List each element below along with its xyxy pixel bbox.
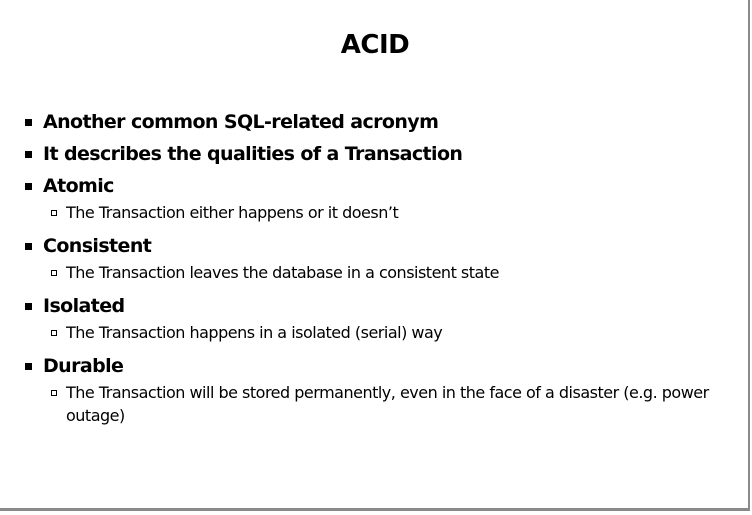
hollow-square-bullet-icon [51, 270, 57, 276]
sub-bullet-item: The Transaction leaves the database in a… [22, 261, 732, 284]
sub-bullet-text: The Transaction leaves the database in a… [66, 263, 499, 282]
bullet-text: Another common SQL-related acronym [43, 111, 439, 133]
bullet-text: It describes the qualities of a Transact… [43, 143, 463, 165]
sub-bullet-text: The Transaction will be stored permanent… [66, 383, 709, 425]
hollow-square-bullet-icon [51, 210, 57, 216]
bullet-item: Durable [22, 350, 732, 382]
bullet-item: Consistent [22, 230, 732, 262]
square-bullet-icon [25, 303, 32, 310]
square-bullet-icon [25, 363, 32, 370]
bullet-text: Durable [43, 355, 124, 377]
sub-bullet-item: The Transaction will be stored permanent… [22, 381, 732, 427]
sub-bullet-text: The Transaction happens in a isolated (s… [66, 323, 443, 342]
bullet-item: Atomic [22, 170, 732, 202]
slide-title: ACID [340, 30, 410, 60]
square-bullet-icon [25, 243, 32, 250]
bullet-text: Consistent [43, 235, 152, 257]
bullet-text: Atomic [43, 175, 114, 197]
hollow-square-bullet-icon [51, 330, 57, 336]
bullet-text: Isolated [43, 295, 125, 317]
square-bullet-icon [25, 151, 32, 158]
hollow-square-bullet-icon [51, 390, 57, 396]
bullet-item: Another common SQL-related acronym [22, 106, 732, 138]
sub-bullet-item: The Transaction happens in a isolated (s… [22, 321, 732, 344]
bullet-item: It describes the qualities of a Transact… [22, 138, 732, 170]
square-bullet-icon [25, 119, 32, 126]
sub-bullet-item: The Transaction either happens or it doe… [22, 201, 732, 224]
sub-bullet-text: The Transaction either happens or it doe… [66, 203, 399, 222]
bullet-item: Isolated [22, 290, 732, 322]
bullet-list: Another common SQL-related acronym It de… [22, 106, 732, 433]
square-bullet-icon [25, 183, 32, 190]
